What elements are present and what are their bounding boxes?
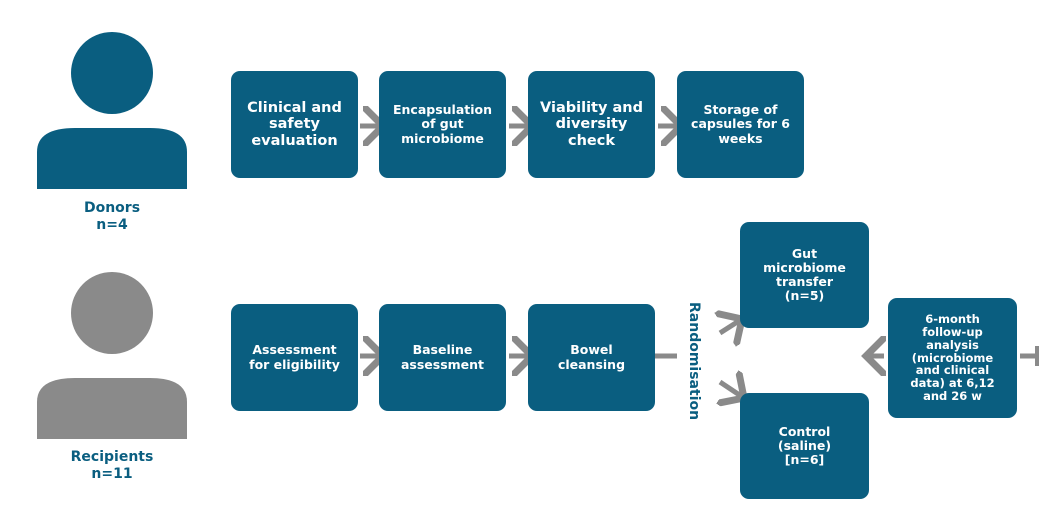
arrow-to-control	[720, 382, 744, 398]
recipient-step-eligibility: Assessment for eligibility	[231, 304, 358, 411]
arm-gut-microbiome-transfer: Gut microbiome transfer (n=5)	[740, 222, 869, 328]
followup-analysis: 6-month follow-up analysis (microbiome a…	[888, 298, 1017, 418]
donor-step-clinical-safety: Clinical and safety evaluation	[231, 71, 358, 178]
arm-control-saline: Control (saline) [n=6]	[740, 393, 869, 499]
recipient-person-icon	[37, 272, 187, 439]
recipient-step-baseline: Baseline assessment	[379, 304, 506, 411]
arrow-to-transfer	[720, 319, 742, 333]
recipients-label: Recipients n=11	[70, 449, 154, 482]
donor-step-viability: Viability and diversity check	[528, 71, 655, 178]
donor-step-storage: Storage of capsules for 6 weeks	[677, 71, 804, 178]
donors-label: Donors n=4	[83, 200, 141, 233]
donor-step-encapsulation: Encapsulation of gut microbiome	[379, 71, 506, 178]
recipient-step-bowel-cleansing: Bowel cleansing	[528, 304, 655, 411]
randomisation-label: Randomisation	[686, 302, 702, 421]
donor-person-icon	[37, 32, 187, 189]
